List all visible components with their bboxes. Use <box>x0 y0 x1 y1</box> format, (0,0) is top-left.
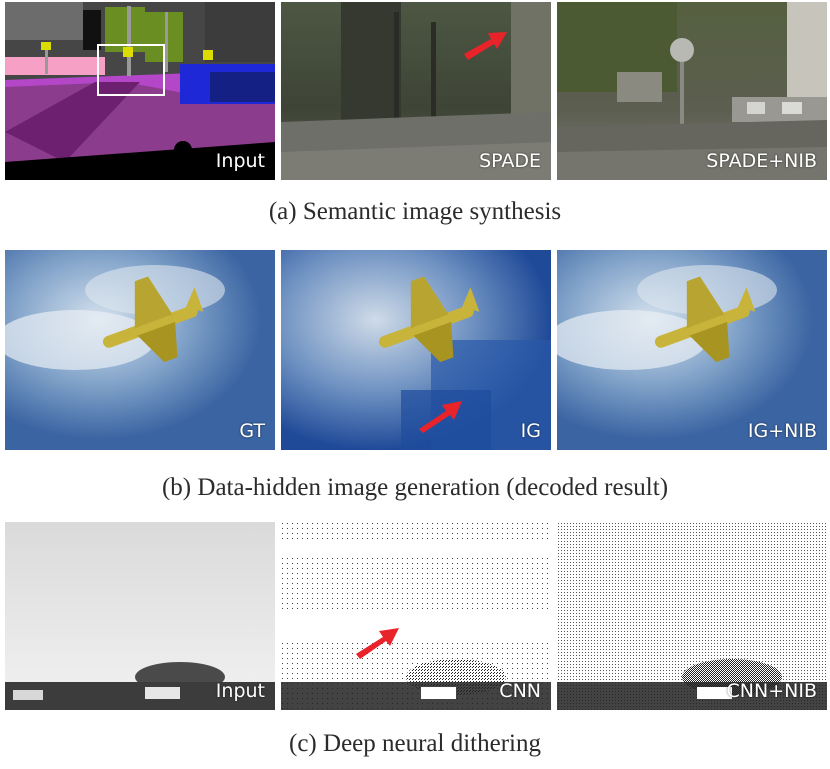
cnn-nib-panel: CNN+NIB <box>557 522 827 710</box>
caption-c: (c) Deep neural dithering <box>289 730 541 757</box>
panel-label: CNN+NIB <box>726 680 817 702</box>
cnn-nib-dithered-image <box>557 522 827 710</box>
red-arrow-icon <box>419 401 462 433</box>
ig-panel: IG <box>281 250 551 450</box>
airplane-gt-image <box>5 250 275 450</box>
panel-label: GT <box>239 420 265 442</box>
cnn-panel: CNN <box>281 522 551 710</box>
panel-label: SPADE+NIB <box>706 150 817 172</box>
dither-input-panel: Input <box>5 522 275 710</box>
red-arrow-icon <box>464 32 507 60</box>
caption-b: (b) Data-hidden image generation (decode… <box>161 474 669 501</box>
panel-label: Input <box>215 680 265 702</box>
spade-nib-street-image <box>557 2 827 180</box>
semantic-input-panel: Input <box>5 2 275 180</box>
panel-label: SPADE <box>479 150 541 172</box>
airplane-shape <box>102 276 204 363</box>
airplane-shape <box>654 276 756 363</box>
airplane-shape <box>378 276 480 363</box>
segmentation-map-image <box>5 2 275 180</box>
spade-output-panel: SPADE <box>281 2 551 180</box>
red-arrow-icon <box>356 628 399 659</box>
panel-label: IG <box>520 420 541 442</box>
panel-label: IG+NIB <box>747 420 817 442</box>
spade-street-image <box>281 2 551 180</box>
airplane-ig-nib-image <box>557 250 827 450</box>
grayscale-harbor-image <box>5 522 275 710</box>
spade-nib-output-panel: SPADE+NIB <box>557 2 827 180</box>
cnn-dithered-image <box>281 522 551 710</box>
panel-label: Input <box>215 150 265 172</box>
airplane-ig-image <box>281 250 551 450</box>
panel-label: CNN <box>499 680 541 702</box>
ig-nib-panel: IG+NIB <box>557 250 827 450</box>
gt-panel: GT <box>5 250 275 450</box>
caption-a: (a) Semantic image synthesis <box>268 198 562 225</box>
